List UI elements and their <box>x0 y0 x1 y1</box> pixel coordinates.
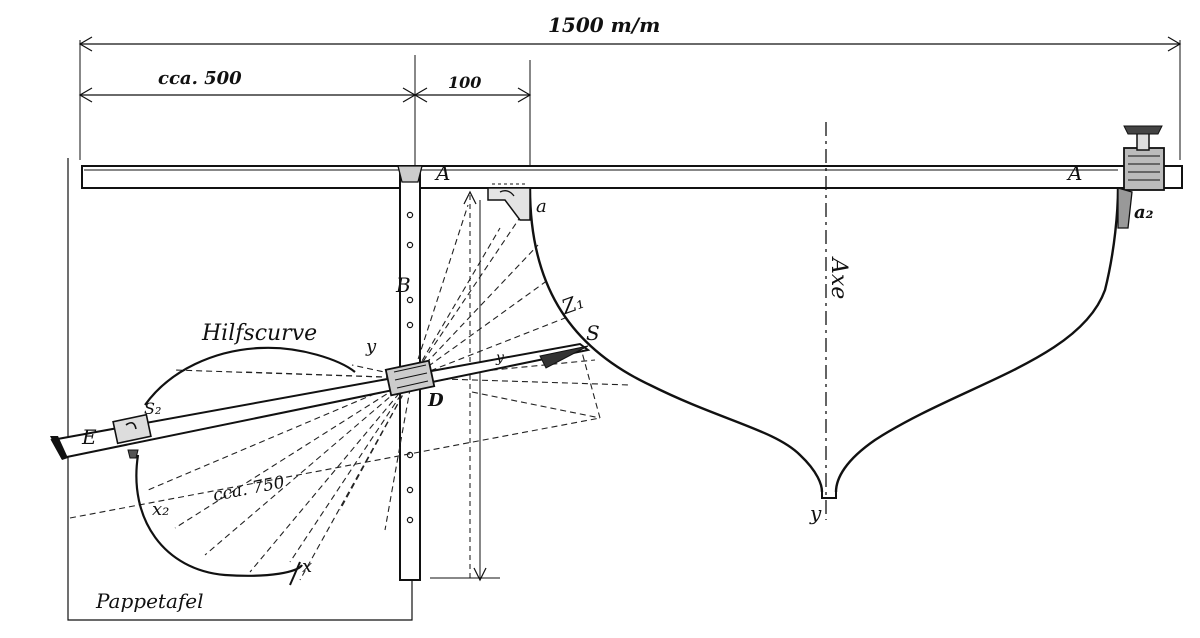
horizontal-beam <box>81 165 1183 189</box>
label-ray-length: cca. 750 <box>211 472 286 505</box>
label-E: E <box>81 425 97 449</box>
slider-S2-hook <box>125 421 137 430</box>
pivot-block-D <box>384 359 436 397</box>
clamp-a2 <box>1117 125 1165 229</box>
slider-S2 <box>112 413 152 445</box>
diagonal-rod <box>50 342 591 460</box>
construction-ray <box>204 377 413 556</box>
rod-end-E <box>50 436 68 460</box>
rod-pointer-tip <box>539 345 589 369</box>
auxiliary-curve-tail <box>289 561 301 586</box>
dimension-lines <box>78 36 1182 175</box>
bar-hole <box>406 486 414 494</box>
clamp-body <box>1123 147 1165 191</box>
construction-ray <box>411 317 566 379</box>
bar-hole <box>406 211 414 219</box>
label-y-small: y <box>495 350 505 366</box>
construction-ray <box>384 377 413 531</box>
label-a2: a₂ <box>1134 202 1154 223</box>
clamp-screw-head <box>1123 125 1163 135</box>
label-B: B <box>395 273 411 297</box>
bar-hole <box>406 296 414 304</box>
clamp-hatch <box>1128 155 1160 181</box>
label-x2: x₂ <box>152 499 169 520</box>
construction-ray <box>411 204 469 379</box>
label-S: S <box>586 321 600 345</box>
label-S2: S₂ <box>144 399 161 418</box>
construction-ray <box>174 369 413 379</box>
label-a-upper: a <box>536 196 547 217</box>
construction-ray <box>411 209 526 379</box>
label-aux-curve: Hilfscurve <box>201 321 317 346</box>
dimension-label-overall: 1500 m/m <box>548 13 660 37</box>
construction-ray <box>174 377 413 529</box>
label-y-aux: y <box>365 336 377 357</box>
clamp-lower-jaw <box>1117 187 1133 229</box>
bar-hole <box>406 516 414 524</box>
label-y-keel: y <box>809 501 822 525</box>
label-x: x <box>302 556 312 577</box>
bar-B-clamp <box>397 165 423 183</box>
construction-ray <box>299 377 413 581</box>
bar-hole <box>406 451 414 459</box>
construction-ray <box>411 244 539 379</box>
label-D: D <box>427 390 444 411</box>
label-axis: Axe <box>826 256 851 299</box>
bar-hole <box>406 241 414 249</box>
arrow-left-500 <box>78 87 93 103</box>
construction-ray <box>289 377 413 563</box>
ray-return <box>471 391 601 419</box>
bracket-a-body <box>487 187 531 221</box>
bracket-a <box>487 183 531 221</box>
dimension-label-100: 100 <box>448 73 481 92</box>
label-Z1: Z₁ <box>557 289 587 319</box>
pivot-block-hatch <box>393 364 429 389</box>
construction-ray <box>411 227 501 379</box>
beam-bar <box>81 165 1183 189</box>
label-A-left: A <box>434 161 450 185</box>
slider-S2-pen <box>127 449 139 459</box>
auxiliary-curve <box>135 346 356 577</box>
construction-ray <box>249 377 413 573</box>
ray-upper-guide <box>579 344 601 419</box>
dimension-label-500: cca. 500 <box>158 68 242 89</box>
construction-rays <box>69 204 631 581</box>
hull-outline <box>528 187 1120 493</box>
arrow-left-100 <box>413 87 428 103</box>
construction-ray <box>411 377 631 386</box>
vertical-guide-arrow-top <box>463 190 477 205</box>
keel <box>821 492 837 499</box>
bracket-a-hook <box>499 190 515 197</box>
label-board: Pappetafel <box>95 589 204 613</box>
label-A-right: A <box>1066 161 1082 185</box>
construction-ray <box>147 377 413 491</box>
bar-hole <box>406 321 414 329</box>
